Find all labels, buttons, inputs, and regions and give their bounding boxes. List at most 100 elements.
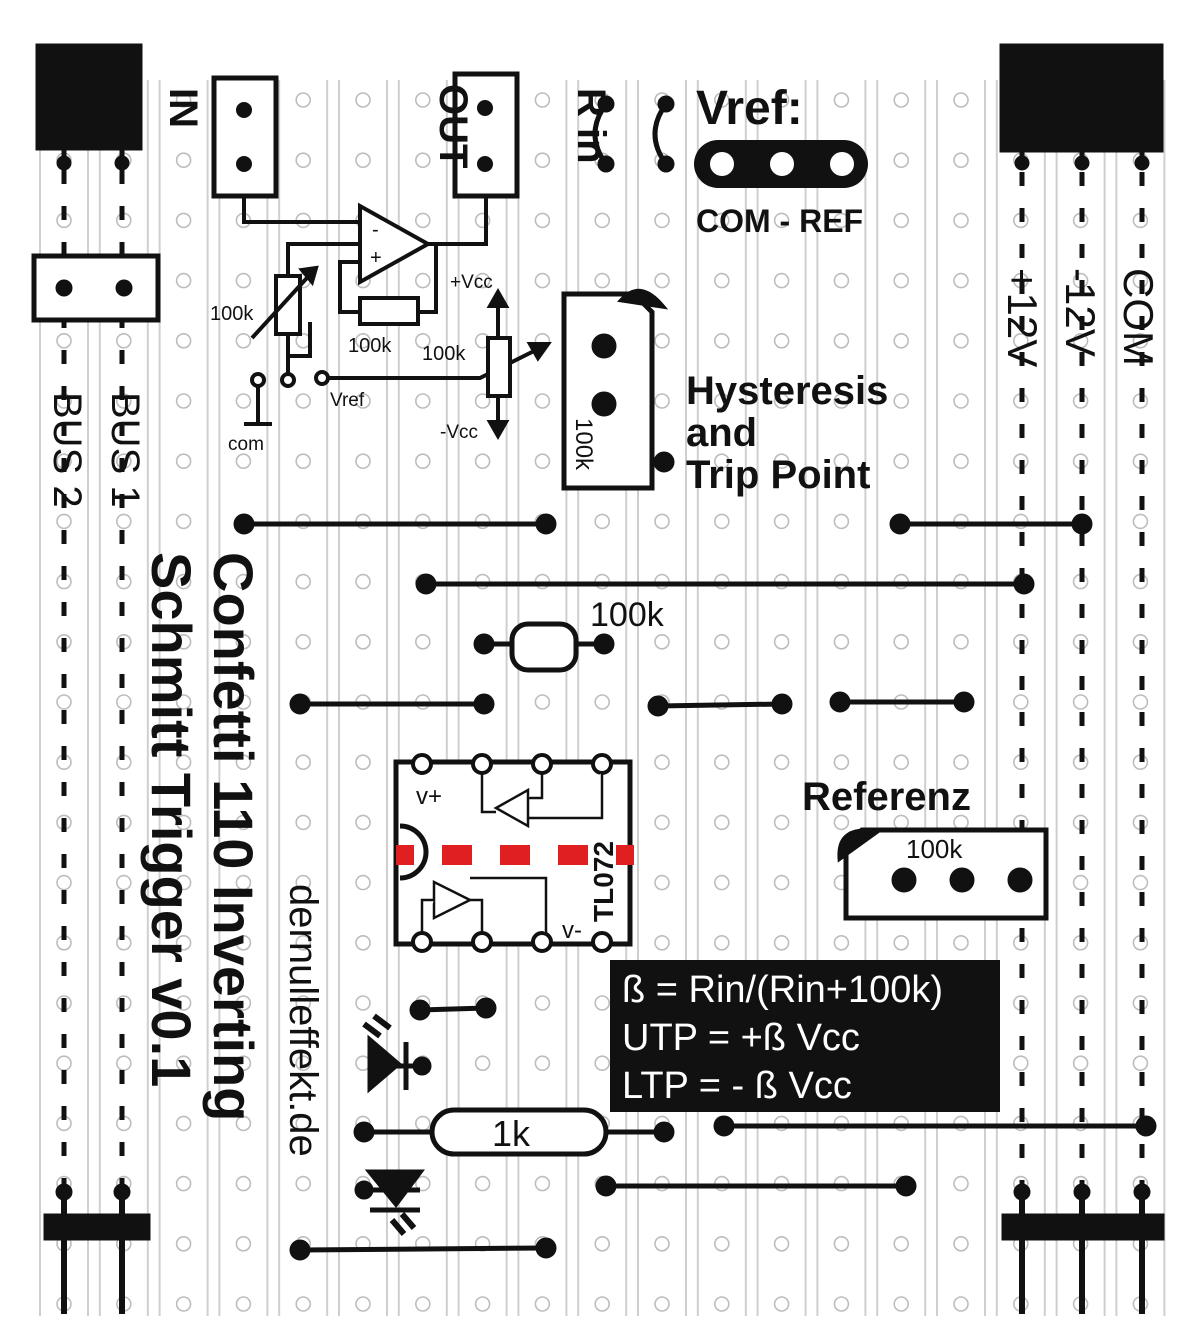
board-hole [175, 1055, 192, 1071]
board-hole [355, 152, 371, 168]
board-hole [833, 1236, 850, 1252]
ic-vplus-label: v+ [416, 783, 442, 810]
plus12v-label: +12V [999, 268, 1046, 367]
rin-pads[interactable] [592, 95, 675, 173]
board-hole [235, 332, 252, 349]
board-hole [833, 92, 850, 108]
board-hole [833, 934, 850, 951]
board-hole [295, 1296, 312, 1312]
board-hole [893, 1236, 910, 1252]
board-hole [594, 694, 611, 710]
ic-name-label: TL072 [588, 841, 619, 922]
resistor-100k[interactable] [473, 621, 615, 673]
board-hole [116, 332, 132, 349]
board-hole [235, 1296, 252, 1312]
board-hole [175, 814, 192, 831]
board-hole [953, 152, 969, 168]
board-hole [594, 272, 611, 289]
board-hole [116, 874, 132, 891]
board-hole [355, 754, 371, 771]
board-hole [654, 212, 670, 229]
board-hole [175, 874, 192, 891]
board-hole [1072, 1055, 1089, 1071]
board-hole [235, 934, 252, 951]
board-hole [295, 633, 312, 650]
board-hole [893, 332, 910, 349]
board-hole [654, 513, 670, 530]
board-hole [534, 1055, 551, 1071]
board-hole [175, 513, 192, 530]
board-hole [116, 694, 132, 710]
board-hole [56, 694, 72, 710]
board-hole [654, 814, 670, 831]
board-hole [773, 92, 790, 108]
board-hole [534, 694, 551, 710]
board-hole [175, 393, 192, 409]
title-line1: Confetti 110 Inverting [202, 552, 265, 1121]
board-hole [713, 814, 730, 831]
board-hole [355, 995, 371, 1011]
board-hole [654, 874, 670, 891]
board-hole [893, 272, 910, 289]
board-hole [295, 573, 312, 590]
board-hole [1132, 513, 1149, 530]
board-hole [175, 272, 192, 289]
board-hole [534, 92, 551, 108]
board-hole [833, 633, 850, 650]
board-hole [355, 934, 371, 951]
board-hole [56, 874, 72, 891]
board-hole [654, 934, 670, 951]
board-hole [116, 513, 132, 530]
board-hole [893, 1296, 910, 1312]
bus-jumper[interactable] [31, 253, 161, 323]
board-hole [235, 995, 252, 1011]
hysteresis-line2: and [686, 411, 757, 455]
opamp-minus: - [372, 219, 379, 241]
board-hole [235, 573, 252, 590]
board-hole [654, 332, 670, 349]
ic-vminus-label: v- [562, 917, 582, 944]
referenz-label: Referenz [802, 775, 971, 819]
power-top-header [999, 43, 1164, 153]
board-hole [893, 92, 910, 108]
board-hole [953, 1296, 969, 1312]
formula-box [610, 960, 1000, 1112]
in-label: IN [161, 88, 205, 128]
minus12v-label: -12V [1057, 268, 1104, 357]
hysteresis-line1: Hysteresis [686, 369, 888, 413]
bus-top-header [35, 43, 143, 151]
board-hole [355, 633, 371, 650]
board-hole [235, 754, 252, 771]
board-hole [1072, 694, 1089, 710]
board-hole [713, 1236, 730, 1252]
board-hole [235, 874, 252, 891]
board-hole [355, 92, 371, 108]
board-hole [235, 393, 252, 409]
board-hole [773, 513, 790, 530]
in-connector[interactable] [211, 75, 279, 199]
tl072-pins [411, 753, 613, 953]
board-hole [534, 393, 551, 409]
board-hole [355, 814, 371, 831]
board-hole [295, 1175, 312, 1192]
board-hole [175, 152, 192, 168]
board-hole [175, 332, 192, 349]
board-hole [295, 152, 312, 168]
board-hole [355, 874, 371, 891]
referenz-trimmer[interactable] [837, 827, 1049, 921]
resistor-1k[interactable] [353, 1107, 675, 1157]
led-top[interactable] [362, 1013, 432, 1094]
board-hole [654, 1236, 670, 1252]
bus-area [31, 43, 161, 1314]
board-hole [773, 453, 790, 470]
board-hole [295, 814, 312, 831]
board-hole [594, 212, 611, 229]
hysteresis-trimmer[interactable] [561, 288, 675, 491]
board-hole [1012, 1055, 1029, 1071]
led-bottom[interactable] [354, 1169, 425, 1236]
formula-line1: ß = Rin/(Rin+100k) [622, 969, 943, 1011]
board-hole [594, 513, 611, 530]
board-hole [773, 1296, 790, 1312]
vcc-minus-label: -Vcc [440, 422, 478, 443]
